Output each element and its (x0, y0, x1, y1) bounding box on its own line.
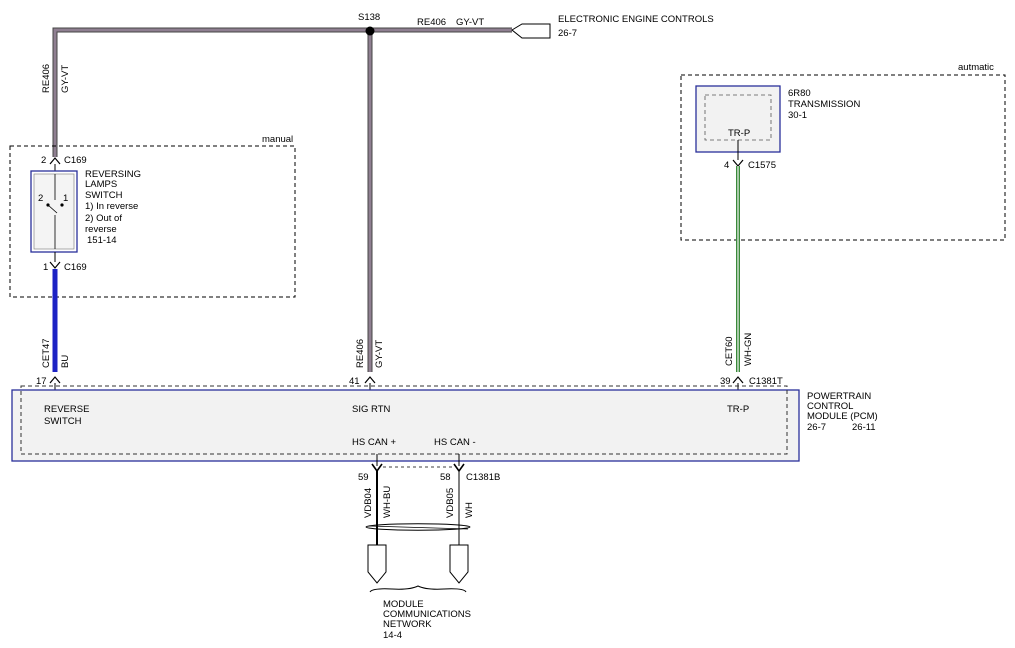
network-name-2: COMMUNICATIONS (383, 609, 471, 620)
wire-cet60-circuit: CET60 (724, 336, 735, 366)
left-wire-color: GY-VT (60, 65, 71, 93)
pcm-pin-41: 41 (349, 376, 360, 387)
switch-name-2: LAMPS (85, 179, 117, 190)
network-name-3: NETWORK (383, 619, 432, 630)
wire-cet47-color: BU (60, 355, 71, 368)
wire-sigrtn-circuit: RE406 (355, 339, 366, 368)
pcm-hscan-minus-label: HS CAN - (434, 437, 476, 448)
transmission-inner-label: TR-P (728, 128, 750, 139)
automatic-label: autmatic (958, 62, 994, 73)
transmission-name-2: TRANSMISSION (788, 99, 860, 110)
eec-ref: 26-7 (558, 28, 577, 39)
switch-desc-2: 2) Out of (85, 213, 122, 224)
transmission-name-3: 30-1 (788, 110, 807, 121)
transmission-name-1: 6R80 (788, 88, 811, 99)
switch-name-3: SWITCH (85, 190, 123, 201)
switch-desc-4: 151-14 (87, 235, 117, 246)
switch-pin-bottom: 1 (43, 262, 48, 273)
pcm-arrow-39 (732, 376, 744, 384)
wire-cet60-color: WH-GN (743, 333, 754, 366)
twisted-pair-symbol (365, 523, 471, 531)
can-plus-pin: 59 (358, 472, 369, 483)
can-plus-color: WH-BU (382, 486, 393, 518)
switch-contact-2: 2 (38, 193, 43, 204)
pcm-inner-dashed (20, 385, 788, 455)
pcm-hscan-plus-label: HS CAN + (352, 437, 397, 448)
can-minus-circuit: VDB05 (445, 488, 456, 518)
transmission-pin: 4 (724, 160, 729, 171)
can-connector: C1381B (466, 472, 500, 483)
can-plus-terminal (367, 544, 387, 584)
manual-box (9, 145, 296, 298)
pcm-name-2: CONTROL (807, 401, 853, 412)
switch-desc-3: reverse (85, 224, 117, 235)
left-wire-circuit: RE406 (41, 64, 52, 93)
pcm-ref-1: 26-7 (807, 422, 826, 433)
pcm-name-1: POWERTRAIN (807, 391, 871, 402)
splice-dot (365, 26, 375, 36)
eec-label: ELECTRONIC ENGINE CONTROLS (558, 14, 714, 25)
pcm-reverse-label-2: SWITCH (44, 416, 82, 427)
switch-name-1: REVERSING (85, 169, 141, 180)
automatic-box (680, 74, 1006, 241)
pcm-sigrtn-label: SIG RTN (352, 404, 390, 415)
pcm-pin-17: 17 (36, 376, 47, 387)
can-plus-circuit: VDB04 (363, 488, 374, 518)
pcm-reverse-label-1: REVERSE (44, 404, 89, 415)
switch-conn-top: C169 (64, 155, 87, 166)
manual-label: manual (262, 134, 293, 145)
wire-cet47-circuit: CET47 (41, 338, 52, 368)
can-minus-color: WH (464, 502, 475, 518)
transmission-connector-arrow (732, 159, 744, 167)
network-brace (369, 585, 467, 593)
switch-conn-bottom: C169 (64, 262, 87, 273)
pcm-arrow-41 (364, 376, 376, 384)
splice-label: S138 (358, 12, 380, 23)
wire-sigrtn-color: GY-VT (374, 340, 385, 368)
pcm-trp-label: TR-P (727, 404, 749, 415)
switch-pin-top: 2 (41, 155, 46, 166)
switch-desc-1: 1) In reverse (85, 201, 138, 212)
pcm-connector: C1381T (749, 376, 783, 387)
top-wire-circuit: RE406 (417, 17, 446, 28)
can-minus-pin: 58 (440, 472, 451, 483)
pcm-ref-2: 26-11 (852, 422, 876, 433)
can-minus-terminal (449, 544, 469, 584)
transmission-connector: C1575 (748, 160, 776, 171)
switch-contact-1: 1 (63, 193, 68, 204)
connector-arrow-bottom (49, 261, 61, 269)
network-ref: 14-4 (383, 630, 402, 641)
pcm-pin-39: 39 (720, 376, 731, 387)
eec-connector-symbol (511, 23, 551, 39)
top-wire (52, 27, 512, 372)
pcm-arrow-17 (49, 376, 61, 384)
connector-arrow-top (49, 157, 61, 165)
network-name-1: MODULE (383, 599, 424, 610)
pcm-box (11, 389, 800, 462)
pcm-name-3: MODULE (PCM) (807, 411, 878, 422)
top-wire-color: GY-VT (456, 17, 484, 28)
